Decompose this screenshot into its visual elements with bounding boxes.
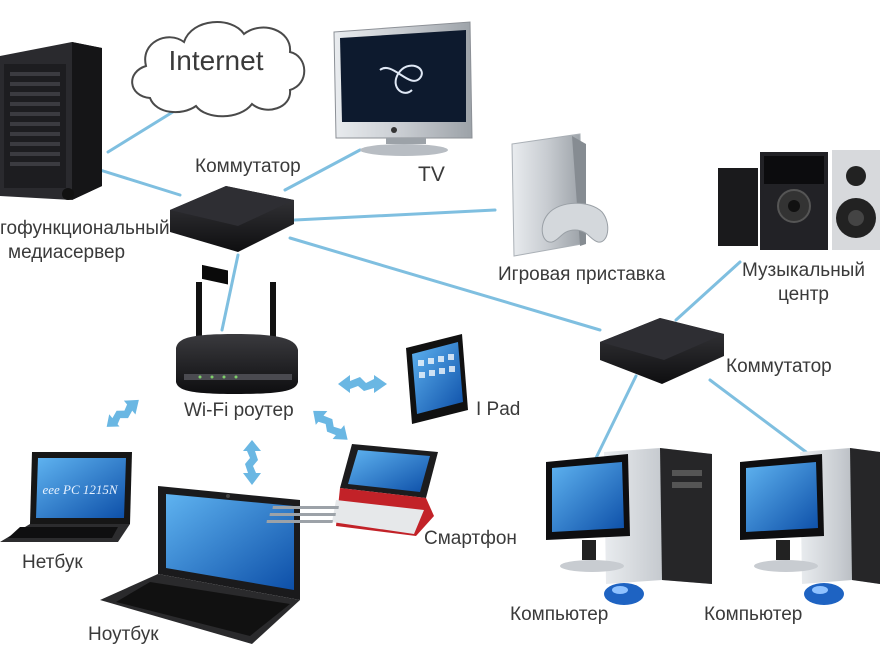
media-server-label-line2: медиасервер — [8, 242, 126, 263]
link-switch-console — [293, 208, 497, 222]
link-switch-music — [674, 260, 742, 322]
ipad[interactable] — [406, 334, 468, 424]
computer-2-label: Компьютер — [704, 604, 803, 625]
antenna-icon — [270, 282, 276, 342]
antenna-icon — [196, 282, 202, 342]
smartphone-label: Смартфон — [424, 528, 517, 549]
cloud-icon — [131, 21, 306, 118]
netbook-screen-text: eee PC 1215N — [42, 482, 118, 497]
link-switch-computer2 — [708, 378, 808, 454]
internet-label: Internet — [169, 45, 264, 76]
link-server-internet — [106, 108, 178, 154]
wireless-arrow-ipad — [338, 375, 387, 393]
mouse-icon — [604, 583, 644, 605]
wifi-router-label: Wi-Fi роутер — [184, 400, 294, 421]
netbook-label: Нетбук — [22, 552, 83, 573]
router-icon — [176, 334, 298, 394]
media-server-label-line1: гофункциональный — [0, 218, 170, 239]
switch-right[interactable] — [600, 318, 724, 384]
wireless-arrow-laptop — [243, 440, 261, 485]
link-server-switch — [98, 168, 182, 197]
switch-right-label: Коммутатор — [726, 356, 832, 377]
switch-top-label: Коммутатор — [195, 156, 301, 177]
internet-cloud[interactable]: Internet — [131, 21, 306, 118]
music-center-label-line2: центр — [778, 284, 829, 305]
game-console-label: Игровая приставка — [498, 264, 666, 285]
link-switch-tv — [283, 148, 362, 192]
computer-1[interactable] — [546, 448, 712, 605]
laptop[interactable] — [100, 486, 300, 644]
laptop-label: Ноутбук — [88, 624, 159, 645]
link-switch-router — [220, 253, 240, 332]
music-center-label-line1: Музыкальный — [742, 260, 865, 281]
ipad-label: I Pad — [476, 399, 521, 420]
switch-top[interactable] — [170, 186, 294, 285]
tv-label: TV — [418, 163, 445, 186]
wireless-arrow-netbook — [106, 399, 139, 427]
wifi-router[interactable] — [176, 282, 298, 394]
tv[interactable] — [333, 21, 473, 156]
media-server[interactable] — [0, 42, 102, 200]
wireless-signals — [106, 375, 387, 485]
speaker-left-icon — [718, 168, 758, 246]
mouse-icon — [804, 583, 844, 605]
netbook[interactable]: eee PC 1215N — [0, 452, 132, 542]
computer-1-label: Компьютер — [510, 604, 609, 625]
music-center[interactable] — [718, 150, 880, 250]
game-console[interactable] — [511, 133, 609, 257]
link-switch-switch — [288, 236, 602, 332]
connection-links — [98, 108, 808, 460]
computer-2[interactable] — [740, 448, 880, 605]
smartphone[interactable] — [266, 444, 438, 536]
wireless-arrow-smartphone — [313, 410, 348, 440]
link-switch-computer1 — [594, 374, 638, 460]
